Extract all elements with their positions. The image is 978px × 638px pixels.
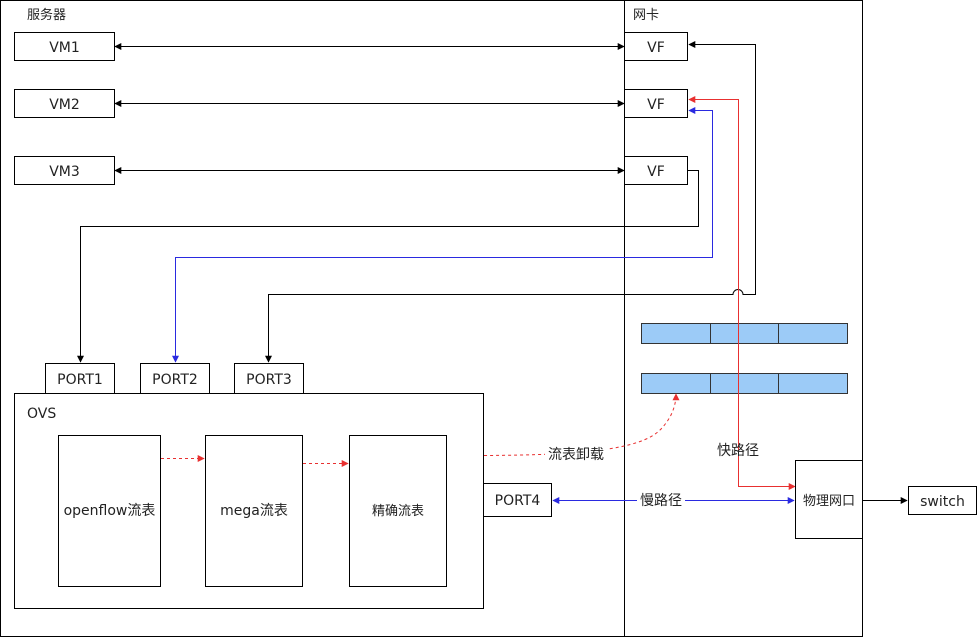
offload-label-bg	[545, 444, 607, 464]
port3-label: PORT3	[246, 372, 292, 388]
vf2-label: VF	[647, 97, 665, 113]
vf3-port1-link	[77, 170, 699, 363]
openflow-table-label: openflow流表	[64, 503, 156, 519]
port4-label: PORT4	[495, 493, 541, 509]
vm1-label: VM1	[49, 40, 80, 56]
switch-box	[908, 486, 977, 515]
offload-label: 流表卸载	[548, 447, 604, 463]
port2-label: PORT2	[152, 372, 198, 388]
vm3-box	[14, 156, 115, 185]
nic-label: 网卡	[633, 8, 659, 23]
fast-path-line	[688, 96, 796, 490]
vm2-box	[14, 89, 115, 118]
vm3-label: VM3	[49, 164, 80, 180]
vf3-label: VF	[647, 164, 665, 180]
port3-box	[234, 363, 304, 394]
mega-table-box	[205, 435, 303, 587]
exact-table-label: 精确流表	[372, 504, 424, 519]
switch-label: switch	[920, 494, 965, 510]
mega-table-label: mega流表	[220, 503, 288, 519]
exact-table-box	[349, 435, 447, 587]
port4-box	[483, 483, 552, 517]
fast-path-label: 快路径	[717, 443, 759, 459]
vf2-port2-link	[172, 107, 713, 363]
openflow-table-box	[58, 435, 161, 587]
physical-port-box	[795, 460, 863, 539]
physical-port-label: 物理网口	[803, 494, 855, 509]
vm2-label: VM2	[49, 97, 80, 113]
slow-path-label: 慢路径	[640, 492, 682, 509]
ovs-label: OVS	[27, 406, 56, 422]
port2-box	[140, 363, 210, 394]
vf1-label: VF	[647, 40, 665, 56]
nic-flow-table-row-1	[641, 323, 848, 344]
nic-flow-table-row-2	[641, 373, 848, 394]
slow-path-label-bg	[637, 491, 685, 509]
port1-label: PORT1	[57, 372, 103, 388]
server-label: 服务器	[27, 7, 66, 23]
